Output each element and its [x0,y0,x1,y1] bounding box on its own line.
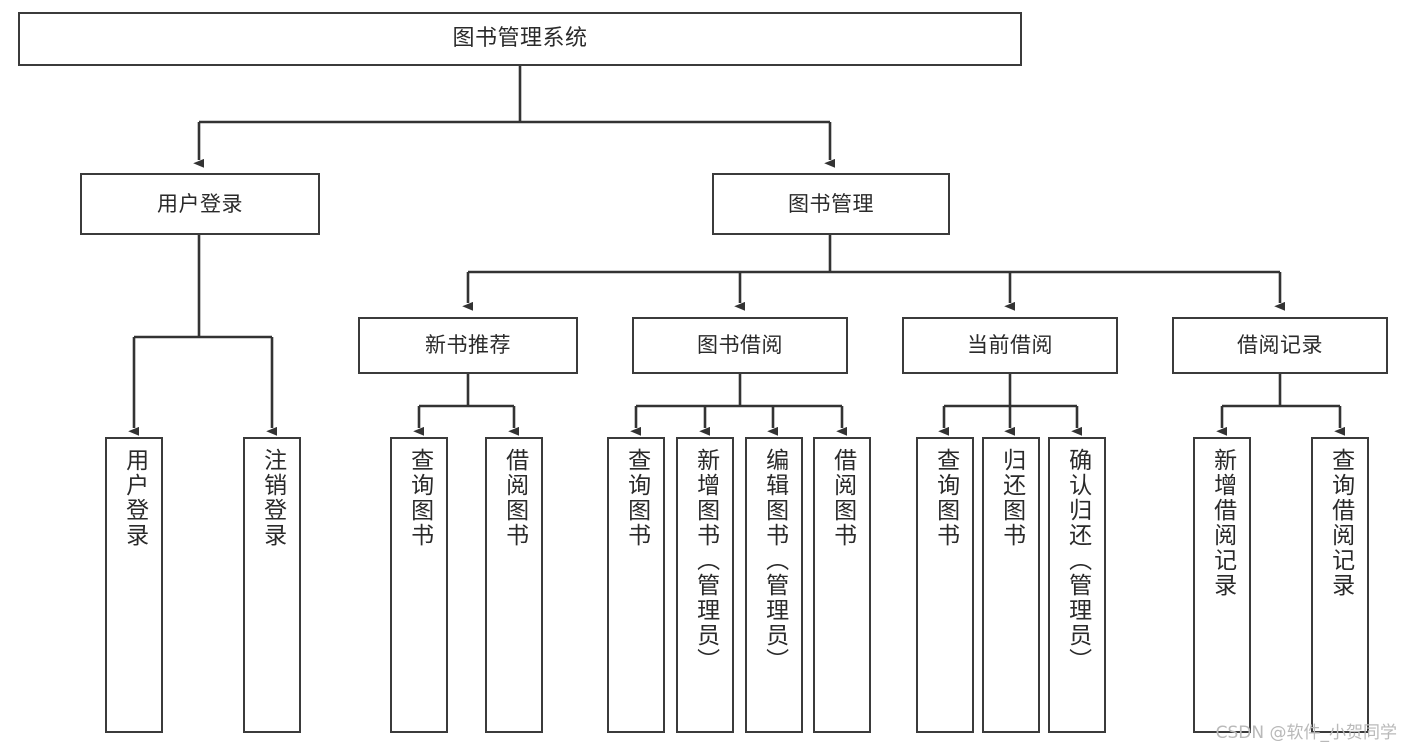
node-label: 编辑图书（管理员） [761,448,788,673]
node-label: 借阅图书 [829,448,856,548]
node-label: 用户登录 [157,191,243,216]
node-leaf-query-book-borrow[interactable]: 查询图书 [607,437,665,733]
node-label: 查询图书 [932,448,959,548]
node-leaf-edit-book[interactable]: 编辑图书（管理员） [745,437,803,733]
node-label: 查询图书 [406,448,433,548]
node-root-book-management-system[interactable]: 图书管理系统 [18,12,1022,66]
node-leaf-query-book-current[interactable]: 查询图书 [916,437,974,733]
node-borrow-record[interactable]: 借阅记录 [1172,317,1388,374]
node-label: 查询借阅记录 [1327,448,1354,598]
node-label: 借阅图书 [501,448,528,548]
node-leaf-logout-login[interactable]: 注销登录 [243,437,301,733]
node-current-borrow[interactable]: 当前借阅 [902,317,1118,374]
node-label: 图书借阅 [697,333,783,358]
node-leaf-query-book-recommend[interactable]: 查询图书 [390,437,448,733]
node-label: 用户登录 [121,448,148,548]
node-label: 借阅记录 [1237,333,1323,358]
node-label: 当前借阅 [967,333,1053,358]
node-leaf-borrow-book-recommend[interactable]: 借阅图书 [485,437,543,733]
node-label: 新书推荐 [425,333,511,358]
node-label: 图书管理系统 [452,26,588,52]
watermark: CSDN @软件_小贺同学 [1215,723,1397,743]
node-leaf-query-borrow-record[interactable]: 查询借阅记录 [1311,437,1369,733]
node-label: 归还图书 [998,448,1025,548]
node-label: 新增借阅记录 [1209,448,1236,598]
node-leaf-add-book[interactable]: 新增图书（管理员） [676,437,734,733]
node-book-management[interactable]: 图书管理 [712,173,950,235]
node-label: 图书管理 [788,191,874,216]
node-new-book-recommend[interactable]: 新书推荐 [358,317,578,374]
node-label: 查询图书 [623,448,650,548]
node-leaf-confirm-return[interactable]: 确认归还（管理员） [1048,437,1106,733]
node-leaf-user-login[interactable]: 用户登录 [105,437,163,733]
node-label: 确认归还（管理员） [1064,448,1091,673]
node-leaf-return-book[interactable]: 归还图书 [982,437,1040,733]
node-label: 注销登录 [259,448,286,548]
node-leaf-add-borrow-record[interactable]: 新增借阅记录 [1193,437,1251,733]
node-user-login[interactable]: 用户登录 [80,173,320,235]
node-book-borrow[interactable]: 图书借阅 [632,317,848,374]
node-leaf-borrow-book[interactable]: 借阅图书 [813,437,871,733]
node-label: 新增图书（管理员） [692,448,719,673]
